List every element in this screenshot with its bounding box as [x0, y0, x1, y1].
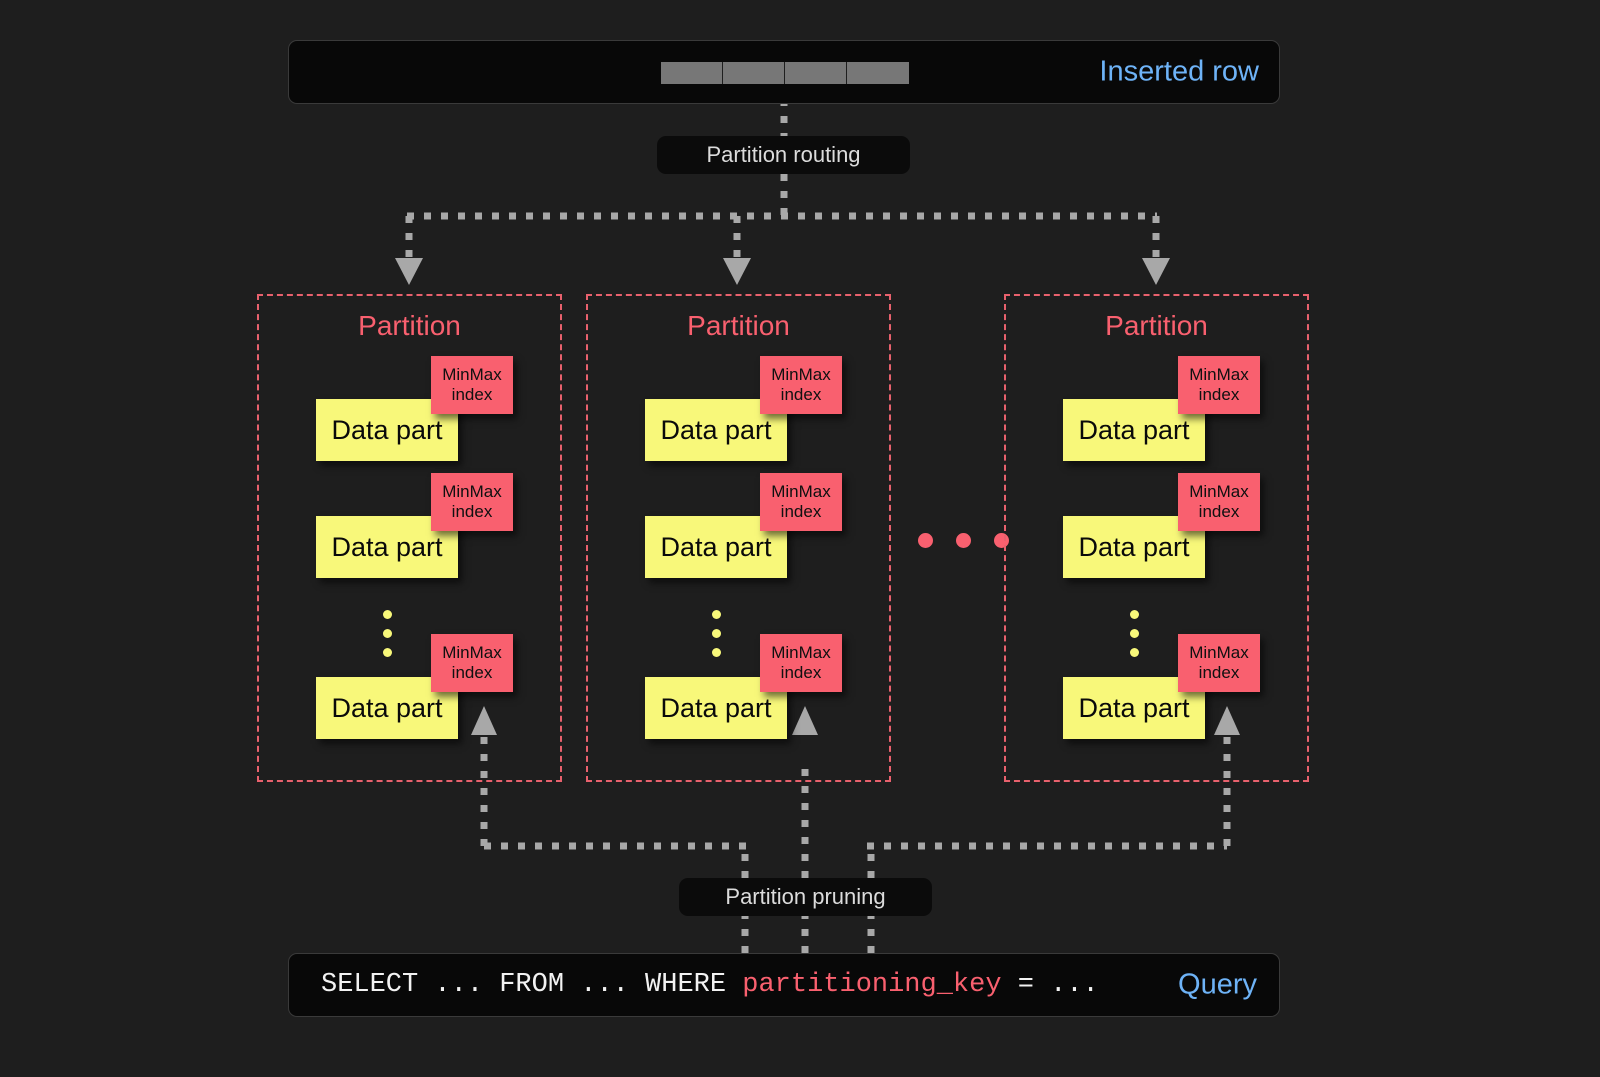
data-part-box: Data part	[645, 399, 787, 461]
minmax-index-line1: MinMax	[771, 642, 831, 662]
data-part-box: Data part	[316, 516, 458, 578]
data-parts-ellipsis	[1130, 610, 1139, 657]
row-cell	[661, 62, 723, 84]
minmax-index-line2: index	[780, 385, 822, 404]
minmax-index-line1: MinMax	[771, 481, 831, 501]
minmax-index-box: MinMax index	[760, 634, 842, 692]
partitions-ellipsis	[918, 533, 1009, 548]
minmax-index-box: MinMax index	[760, 356, 842, 414]
data-part-group: Data part MinMax index	[316, 473, 556, 578]
minmax-index-box: MinMax index	[1178, 356, 1260, 414]
inserted-row-cells	[661, 62, 909, 84]
minmax-index-box: MinMax index	[760, 473, 842, 531]
ellipsis-dot	[918, 533, 933, 548]
partition-pruning-label: Partition pruning	[679, 878, 932, 916]
partition-box-3: Partition Data part MinMax index Data pa…	[1004, 294, 1309, 782]
query-partitioning-key: partitioning_key	[742, 970, 1002, 1000]
minmax-index-line2: index	[1198, 663, 1240, 682]
data-part-group: Data part MinMax index	[316, 634, 556, 739]
inserted-row-label: Inserted row	[1099, 55, 1259, 88]
minmax-index-box: MinMax index	[431, 634, 513, 692]
partition-box-2: Partition Data part MinMax index Data pa…	[586, 294, 891, 782]
ellipsis-dot	[1130, 629, 1139, 638]
arrowhead-partition-3	[1142, 258, 1170, 285]
data-part-group: Data part MinMax index	[645, 473, 885, 578]
data-part-group: Data part MinMax index	[1063, 634, 1303, 739]
data-part-group: Data part MinMax index	[1063, 473, 1303, 578]
partition-title: Partition	[358, 310, 461, 341]
arrowhead-partition-2	[723, 258, 751, 285]
ellipsis-dot	[1130, 648, 1139, 657]
arrowhead-partition-1	[395, 258, 423, 285]
ellipsis-dot	[956, 533, 971, 548]
minmax-index-line2: index	[1198, 502, 1240, 521]
row-cell	[723, 62, 785, 84]
data-part-box: Data part	[1063, 399, 1205, 461]
minmax-index-line2: index	[451, 663, 493, 682]
data-parts-ellipsis	[712, 610, 721, 657]
minmax-index-line1: MinMax	[442, 481, 502, 501]
minmax-index-line1: MinMax	[1189, 642, 1249, 662]
ellipsis-dot	[383, 648, 392, 657]
query-label: Query	[1178, 968, 1257, 1001]
minmax-index-line1: MinMax	[771, 364, 831, 384]
data-part-group: Data part MinMax index	[316, 356, 556, 461]
row-cell	[785, 62, 847, 84]
minmax-index-line1: MinMax	[1189, 364, 1249, 384]
data-parts-ellipsis	[383, 610, 392, 657]
minmax-index-box: MinMax index	[1178, 473, 1260, 531]
minmax-index-box: MinMax index	[1178, 634, 1260, 692]
ellipsis-dot	[712, 610, 721, 619]
partition-title: Partition	[1105, 310, 1208, 341]
minmax-index-line2: index	[451, 502, 493, 521]
partition-title: Partition	[687, 310, 790, 341]
ellipsis-dot	[383, 629, 392, 638]
minmax-index-line2: index	[451, 385, 493, 404]
partition-box-1: Partition Data part MinMax index Data pa…	[257, 294, 562, 782]
minmax-index-box: MinMax index	[431, 356, 513, 414]
data-part-group: Data part MinMax index	[1063, 356, 1303, 461]
ellipsis-dot	[712, 648, 721, 657]
minmax-index-line2: index	[1198, 385, 1240, 404]
minmax-index-line2: index	[780, 663, 822, 682]
data-part-box: Data part	[316, 677, 458, 739]
ellipsis-dot	[712, 629, 721, 638]
query-prefix: SELECT ... FROM ... WHERE	[321, 970, 743, 1000]
ellipsis-dot	[1130, 610, 1139, 619]
minmax-index-line1: MinMax	[442, 364, 502, 384]
query-sql-text: SELECT ... FROM ... WHERE partitioning_k…	[321, 970, 1099, 1000]
inserted-row-bar: Inserted row	[288, 40, 1280, 104]
ellipsis-dot	[383, 610, 392, 619]
query-suffix: = ...	[1001, 970, 1099, 1000]
minmax-index-line1: MinMax	[442, 642, 502, 662]
minmax-index-line2: index	[780, 502, 822, 521]
data-part-group: Data part MinMax index	[645, 634, 885, 739]
data-part-group: Data part MinMax index	[645, 356, 885, 461]
minmax-index-box: MinMax index	[431, 473, 513, 531]
row-cell	[847, 62, 909, 84]
partition-routing-label: Partition routing	[657, 136, 910, 174]
query-bar: SELECT ... FROM ... WHERE partitioning_k…	[288, 953, 1280, 1017]
minmax-index-line1: MinMax	[1189, 481, 1249, 501]
